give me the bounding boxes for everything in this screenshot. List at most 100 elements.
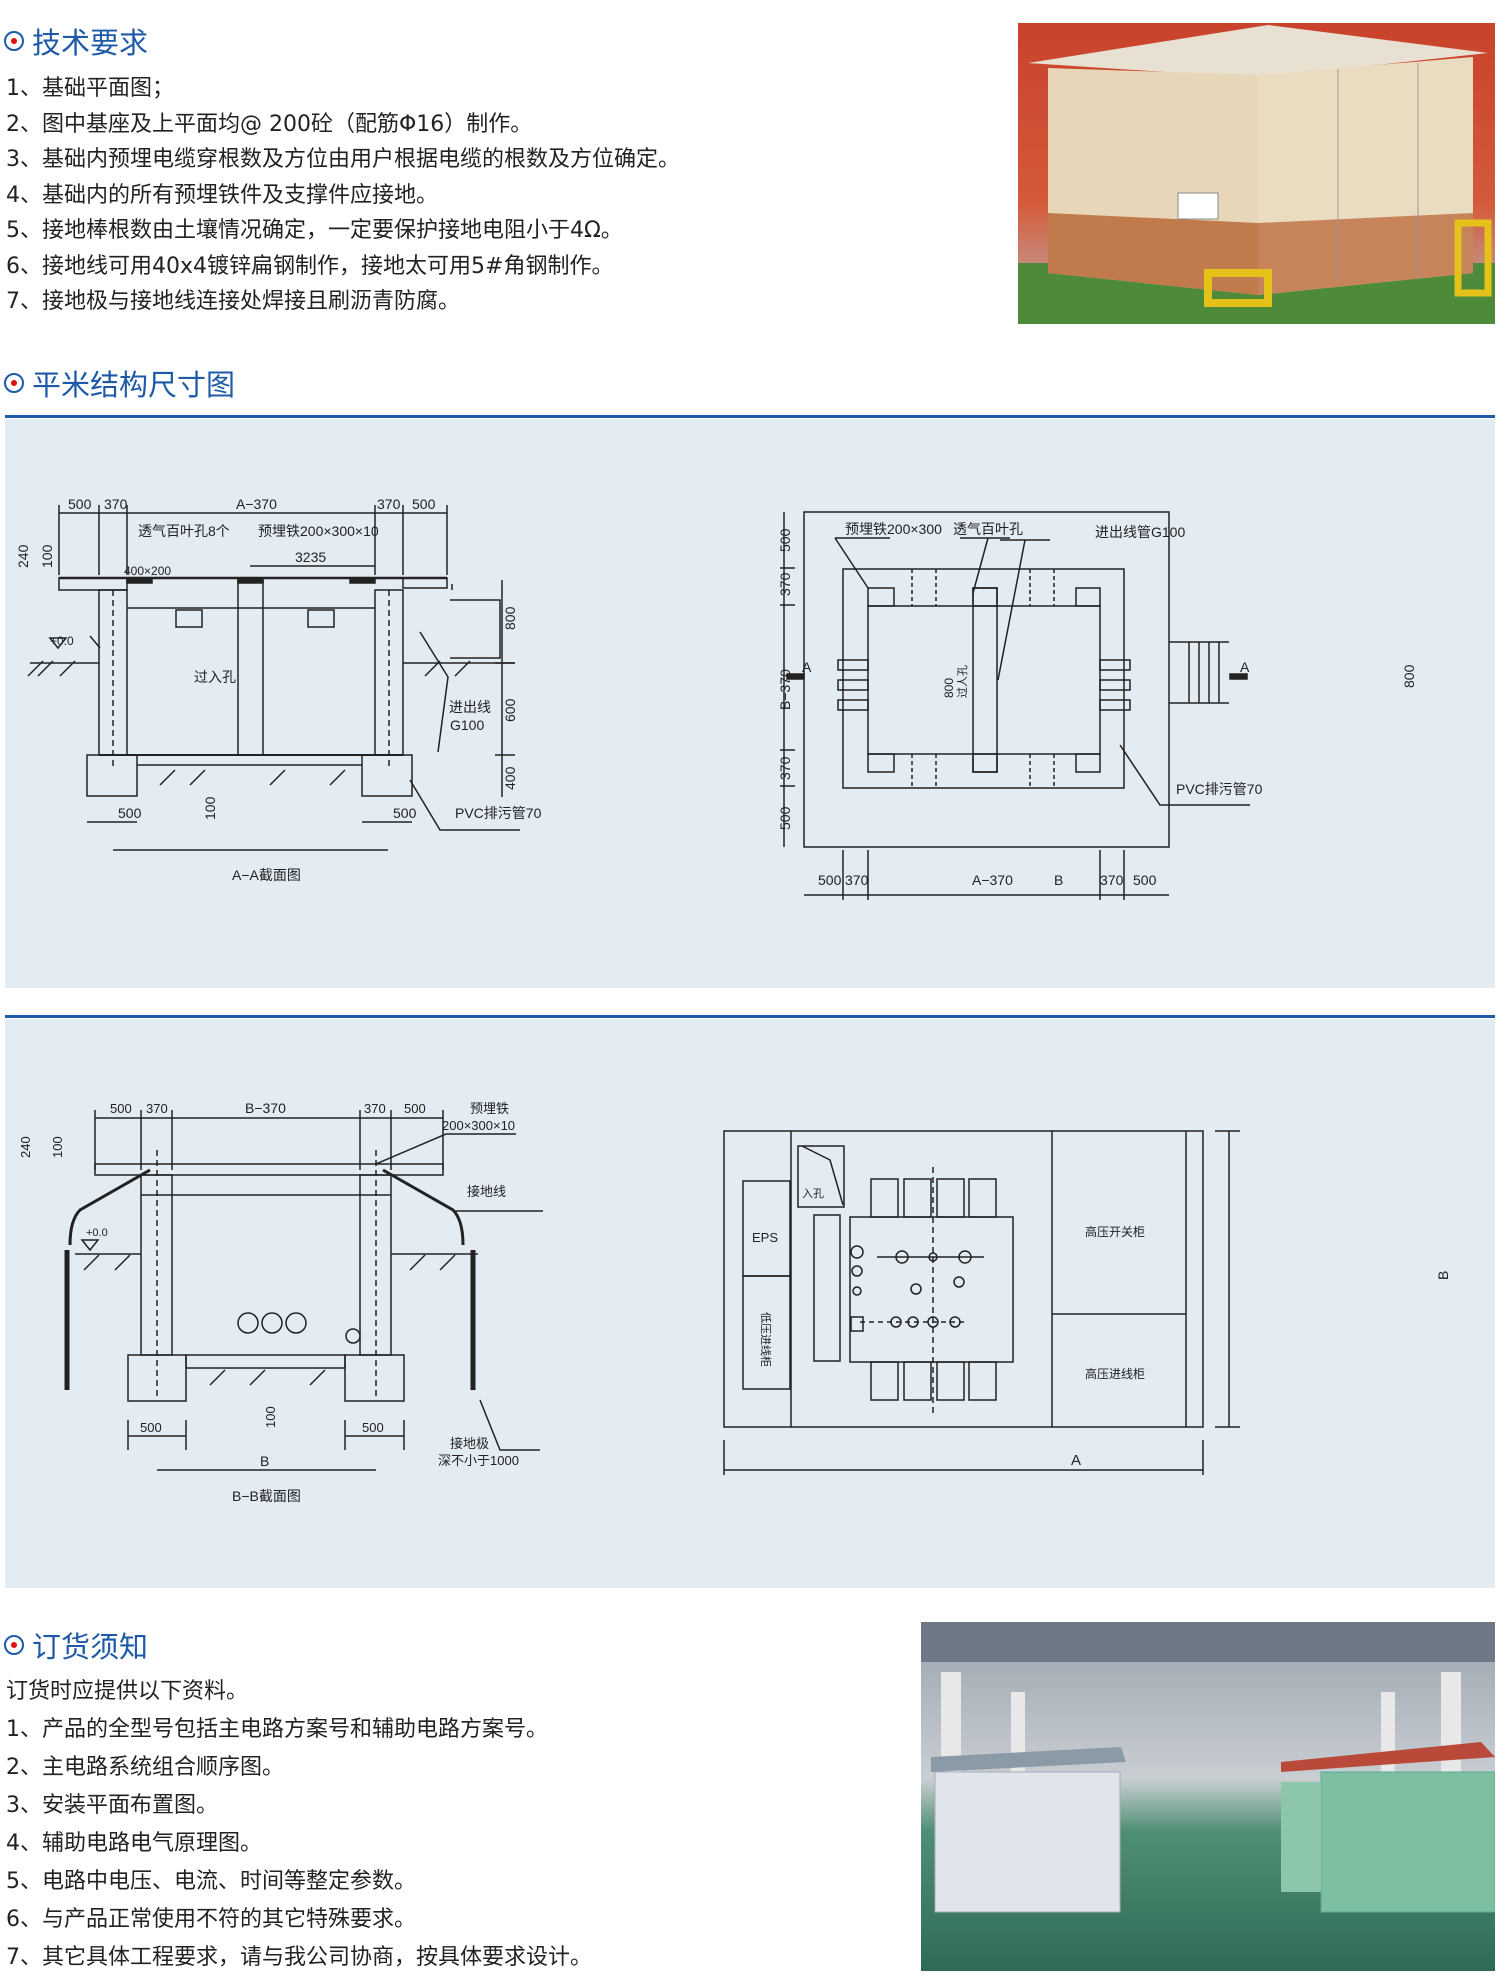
list-item: 5、电路中电压、电流、时间等整定参数。	[6, 1869, 416, 1894]
dim-label: 370	[777, 756, 793, 780]
dim-label: 370	[845, 872, 869, 888]
dim-label: B−370	[777, 669, 793, 710]
ground-wire-label: 接地线	[467, 1184, 506, 1199]
order-intro: 订货时应提供以下资料。	[6, 1679, 249, 1704]
list-item: 3、安装平面布置图。	[6, 1793, 218, 1818]
layout-labels: EPS 低压进线柜 入孔 高压开关柜 高压进线柜 A B	[752, 1187, 1451, 1469]
bb-labels: 500 370 B−370 370 500 预埋铁 200×300×10 接地线…	[18, 1100, 519, 1504]
dim-label: B	[260, 1453, 269, 1469]
dim-label: 800	[942, 678, 956, 698]
dim-label: 500	[393, 805, 417, 821]
eps-label: EPS	[752, 1230, 778, 1245]
factory-photo	[921, 1622, 1495, 1971]
dim-label: 500	[1133, 872, 1157, 888]
divider	[5, 1015, 1495, 1018]
pvc-label: PVC排污管70	[1176, 781, 1263, 797]
list-item: 7、其它具体工程要求，请与我公司协商，按具体要求设计。	[6, 1945, 592, 1970]
hv-switch-cabinet-label: 高压开关柜	[1085, 1224, 1145, 1239]
hv-incoming-cabinet-label: 高压进线柜	[1085, 1366, 1145, 1381]
list-item: 2、主电路系统组合顺序图。	[6, 1755, 284, 1780]
lv-cabinet-label: 低压进线柜	[759, 1312, 773, 1367]
heading-text: 技术要求	[32, 26, 149, 60]
dim-label: 500	[777, 806, 793, 830]
level-label: +0.0	[86, 1227, 108, 1239]
dim-label: 100	[263, 1406, 278, 1428]
list-item: 7、接地极与接地线连接处焊接且刷沥青防腐。	[6, 289, 460, 314]
dim-label: 500	[777, 528, 793, 552]
dim-label: B−370	[245, 1100, 286, 1116]
plan-labels: 预埋铁200×300 透气百叶孔 进出线管G100 PVC排污管70 A A 5…	[777, 521, 1417, 888]
list-item: 6、接地线可用40x4镀锌扁钢制作，接地太可用5#角钢制作。	[6, 253, 614, 279]
dim-label: B	[1054, 872, 1063, 888]
cable-label: 进出线	[449, 699, 491, 715]
list-item: 2、图中基座及上平面均@ 200砼（配筋Φ16）制作。	[6, 111, 533, 137]
dim-label: 400	[502, 766, 518, 790]
dim-label: 500	[362, 1420, 384, 1435]
cable-label: G100	[450, 717, 484, 733]
iron-label: 预埋铁	[470, 1101, 509, 1116]
level-label: +0.0	[50, 634, 74, 648]
dim-label: 500	[404, 1101, 426, 1116]
heading-tech: 技术要求	[4, 20, 148, 62]
heading-order: 订货须知	[4, 1624, 148, 1666]
dim-label: 500	[110, 1101, 132, 1116]
heading-text: 平米结构尺寸图	[32, 368, 236, 402]
diagram-panel-2: 500 370 B−370 370 500 预埋铁 200×300×10 接地线…	[5, 1019, 1495, 1588]
bullet-icon	[4, 373, 24, 393]
pipe-label: 进出线管G100	[1095, 524, 1185, 540]
dim-label: 100	[39, 544, 55, 568]
heading-structure: 平米结构尺寸图	[4, 362, 235, 404]
dim-label: A	[1071, 1452, 1081, 1469]
dim-label: 500	[68, 496, 92, 512]
list-item: 1、产品的全型号包括主电路方案号和辅助电路方案号。	[6, 1717, 548, 1742]
iron-label: 预埋铁200×300×10	[258, 523, 379, 539]
dim-label: 500	[118, 805, 142, 821]
bullet-icon	[4, 1635, 24, 1655]
dim-label: 100	[202, 796, 218, 820]
dim-label: 500	[818, 872, 842, 888]
list-item: 5、接地棒根数由土壤情况确定，一定要保护接地电阻小于4Ω。	[6, 218, 623, 243]
dim-label: 370	[104, 496, 128, 512]
manhole-label: 入孔	[802, 1187, 824, 1200]
list-item: 3、基础内预埋电缆穿根数及方位由用户根据电缆的根数及方位确定。	[6, 147, 680, 172]
list-item: 6、与产品正常使用不符的其它特殊要求。	[6, 1907, 416, 1932]
dim-label: B	[1435, 1271, 1451, 1280]
dim-label: 800	[502, 606, 518, 630]
vent-label: 透气百叶孔8个	[138, 523, 230, 539]
manhole-label: 过人孔	[956, 665, 969, 698]
caption: A−A截面图	[232, 867, 301, 883]
heading-text: 订货须知	[32, 1630, 149, 1664]
dim-label: 370	[146, 1101, 168, 1116]
iron-label: 预埋铁200×300	[845, 521, 942, 537]
divider	[5, 415, 1495, 418]
list-item: 4、辅助电路电气原理图。	[6, 1831, 262, 1856]
electrode-label: 接地极	[450, 1436, 489, 1451]
dim-label: 240	[18, 1136, 33, 1158]
aa-labels: 500 370 A−370 370 500 透气百叶孔8个 预埋铁200×300…	[15, 496, 542, 883]
bb-section-drawing	[64, 1110, 543, 1471]
dim-label: 100	[50, 1136, 65, 1158]
order-list: 订货时应提供以下资料。 1、产品的全型号包括主电路方案号和辅助电路方案号。 2、…	[6, 1673, 592, 1977]
dim-label: 370	[1100, 872, 1124, 888]
dim-label: 500	[412, 496, 436, 512]
section-mark: A	[1240, 659, 1250, 675]
caption: B−B截面图	[232, 1488, 301, 1504]
list-item: 4、基础内的所有预埋铁件及支撑件应接地。	[6, 182, 438, 208]
aa-section-drawing	[27, 505, 520, 851]
dim-label: 370	[777, 572, 793, 596]
dim-label: 3235	[295, 549, 326, 565]
substation-photo	[1018, 23, 1495, 324]
section-mark: A	[802, 659, 812, 675]
dim-label: 370	[364, 1101, 386, 1116]
dim-label: 240	[15, 544, 31, 568]
dim-label: A−370	[972, 872, 1013, 888]
dim-label: 400×200	[124, 564, 171, 578]
dim-label: 500	[140, 1420, 162, 1435]
bullet-icon	[4, 31, 24, 51]
tech-list: 1、基础平面图； 2、图中基座及上平面均@ 200砼（配筋Φ16）制作。 3、基…	[6, 71, 680, 320]
electrode-label: 深不小于1000	[438, 1453, 519, 1468]
dim-label: 800	[1401, 664, 1417, 688]
diagram-panel-1: 500 370 A−370 370 500 透气百叶孔8个 预埋铁200×300…	[5, 419, 1495, 988]
pvc-label: PVC排污管70	[455, 805, 542, 821]
iron-label: 200×300×10	[442, 1118, 515, 1133]
